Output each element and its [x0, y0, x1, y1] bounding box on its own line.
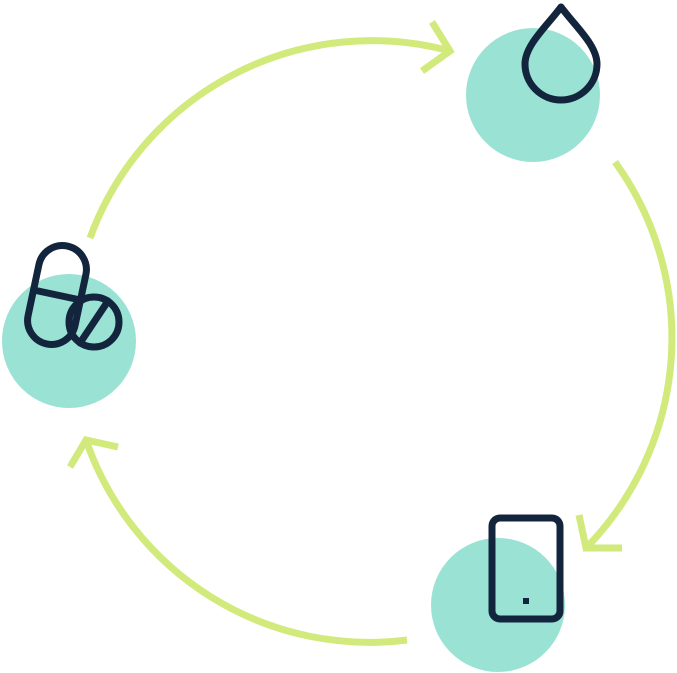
water-drop-icon — [521, 3, 601, 104]
arrow-drop-to-phone — [583, 159, 676, 551]
pills-icon — [24, 242, 123, 351]
arrowhead-pills — [66, 436, 119, 469]
phone-home-dot — [523, 598, 529, 604]
arrowhead-drop — [419, 20, 455, 74]
arrow-phone-to-pills — [82, 438, 408, 646]
phone-node-circle — [431, 538, 565, 672]
mobile-phone-icon — [488, 514, 564, 623]
arrowhead-phone — [575, 514, 622, 552]
arrow-pills-to-drop — [86, 37, 451, 240]
drop-node-circle — [466, 28, 600, 162]
